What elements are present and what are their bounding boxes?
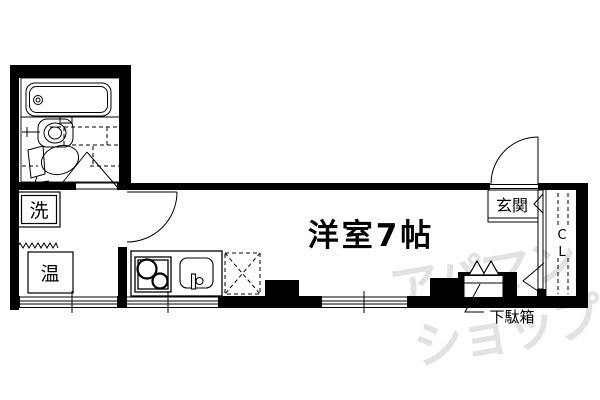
washbasin (22, 118, 74, 148)
entrance-door-swing (490, 136, 539, 185)
stove (134, 256, 172, 293)
boundary-zigzag (16, 241, 59, 249)
refrigerator-space (224, 252, 261, 295)
bathroom (20, 77, 124, 189)
entrance-door-sill (490, 183, 538, 190)
toilet (27, 144, 80, 184)
kitchen-sink (179, 257, 214, 290)
bathroom-partition-dashes (22, 126, 124, 167)
kitchen (130, 250, 223, 297)
window-left (20, 291, 117, 313)
closet (545, 190, 569, 296)
shoe-cabinet-pointer (464, 283, 484, 313)
entrance-partition (522, 189, 545, 296)
corridor-door-swing (126, 191, 178, 243)
closet-label-c: C (557, 228, 566, 243)
water-heater-label: 温 (40, 263, 59, 285)
shoe-cabinet (464, 259, 503, 313)
washing-machine-label: 洗 (29, 200, 48, 222)
washing-machine-space (17, 191, 61, 228)
bathroom-door-opening (76, 182, 117, 190)
closet-label-l: L (558, 245, 566, 260)
water-heater-space (27, 251, 74, 294)
shoe-cabinet-label: 下駄箱 (489, 308, 534, 326)
bathroom-door-swing (62, 151, 119, 189)
bathtub (25, 82, 112, 117)
entrance-label: 玄関 (496, 196, 528, 215)
window-kitchen (127, 291, 218, 313)
window-main-room (322, 291, 407, 313)
main-room-label: 洋室7帖 (308, 218, 435, 254)
